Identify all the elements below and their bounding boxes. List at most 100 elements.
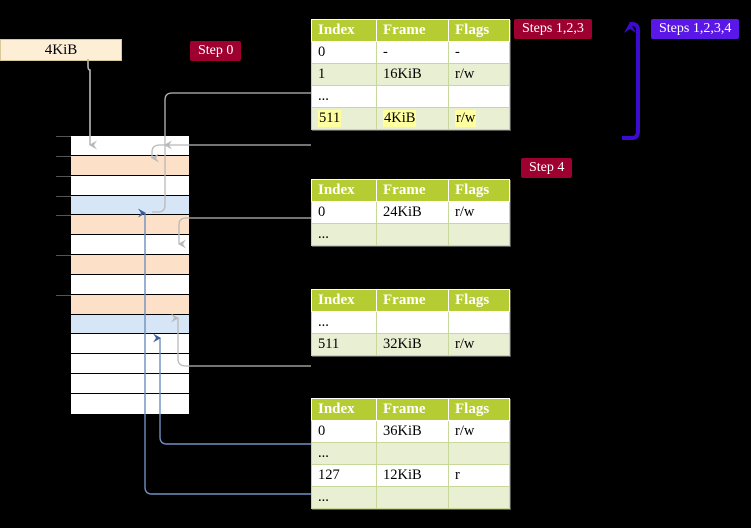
table-cell: -	[448, 41, 510, 64]
table-cell: r/w	[448, 201, 510, 224]
frame-tick	[56, 215, 71, 217]
badge-step-0: Step 0	[190, 41, 242, 61]
table-cell: 0	[311, 41, 377, 64]
table-cell: ...	[311, 85, 377, 108]
table-cell: -	[376, 41, 449, 64]
frame-tick	[56, 294, 71, 296]
memory-frame-row	[71, 374, 189, 394]
column-header-flags: Flags	[448, 19, 510, 42]
table-cell: 16KiB	[376, 63, 449, 86]
column-header-index: Index	[311, 19, 377, 42]
memory-frame-row	[71, 314, 189, 335]
table-cell: 0	[311, 420, 377, 443]
column-header-flags: Flags	[448, 398, 510, 421]
table-cell: 1	[311, 63, 377, 86]
table-cell: 24KiB	[376, 201, 449, 224]
column-header-flags: Flags	[448, 179, 510, 202]
table-cell: 32KiB	[376, 333, 449, 356]
memory-frame-row	[71, 354, 189, 375]
table-cell	[448, 223, 510, 246]
frame-tick	[56, 136, 71, 137]
table-cell: ...	[311, 442, 377, 465]
memory-frame-row	[56, 136, 189, 156]
connector-t4-row127-to-memory	[144, 418, 311, 495]
table-cell	[448, 486, 510, 509]
frame-tick	[56, 155, 71, 157]
table-cell	[448, 442, 510, 465]
table-cell: 4KiB	[376, 107, 449, 130]
table-row: ...	[311, 223, 510, 246]
table-cell	[376, 223, 449, 246]
table-cell: ...	[311, 311, 377, 334]
memory-frame-row	[56, 215, 189, 236]
column-header-index: Index	[311, 398, 377, 421]
table-cell: ...	[311, 223, 377, 246]
table-cell: r/w	[448, 420, 510, 443]
purple-bracket-arrow	[622, 22, 640, 140]
memory-frame-row	[56, 195, 189, 216]
connector-t4-row0-to-memory	[159, 418, 311, 445]
memory-frame-row	[71, 393, 189, 414]
connector-size-to-frame	[87, 59, 97, 150]
table-cell	[376, 442, 449, 465]
table-cell: 12KiB	[376, 464, 449, 487]
table-cell: r/w	[448, 107, 510, 130]
memory-frame-row	[71, 274, 189, 295]
table-cell: 511	[311, 333, 377, 356]
table-cell: 0	[311, 201, 377, 224]
table-row: ...	[311, 85, 510, 108]
column-header-frame: Frame	[376, 19, 449, 42]
table-cell	[448, 311, 510, 334]
frame-tick	[56, 195, 71, 197]
memory-frame-row	[71, 334, 189, 355]
table-cell	[448, 85, 510, 108]
memory-frame-row	[56, 175, 189, 196]
column-header-frame: Frame	[376, 179, 449, 202]
column-header-index: Index	[311, 179, 377, 202]
table-cell: r	[448, 464, 510, 487]
table-row: ...	[311, 311, 510, 334]
memory-frame-row	[56, 255, 189, 275]
table-cell	[376, 311, 449, 334]
table-cell: 36KiB	[376, 420, 449, 443]
column-header-frame: Frame	[376, 289, 449, 312]
table-cell: 127	[311, 464, 377, 487]
memory-frame-row	[56, 155, 189, 176]
column-header-frame: Frame	[376, 398, 449, 421]
memory-frame-row	[56, 294, 189, 315]
table-cell: r/w	[448, 333, 510, 356]
connector-t3-row511-to-memory	[171, 313, 311, 367]
connector-t2-row0-to-memory	[178, 217, 311, 249]
table-cell: ...	[311, 486, 377, 509]
column-header-flags: Flags	[448, 289, 510, 312]
table-row: 0--	[311, 41, 510, 64]
table-row: ...	[311, 486, 510, 509]
badge-steps-1-2-3-4: Steps 1,2,3,4	[651, 19, 740, 39]
badge-steps-1-2-3: Steps 1,2,3	[514, 19, 592, 39]
size-label-4kib: 4KiB	[0, 39, 122, 61]
table-cell	[376, 486, 449, 509]
table-cell: r/w	[448, 63, 510, 86]
column-header-index: Index	[311, 289, 377, 312]
table-cell	[376, 85, 449, 108]
memory-frame-row	[71, 235, 189, 256]
badge-step-4: Step 4	[521, 158, 573, 178]
table-cell: 511	[311, 107, 377, 130]
table-row: ...	[311, 442, 510, 465]
frame-tick	[56, 255, 71, 257]
